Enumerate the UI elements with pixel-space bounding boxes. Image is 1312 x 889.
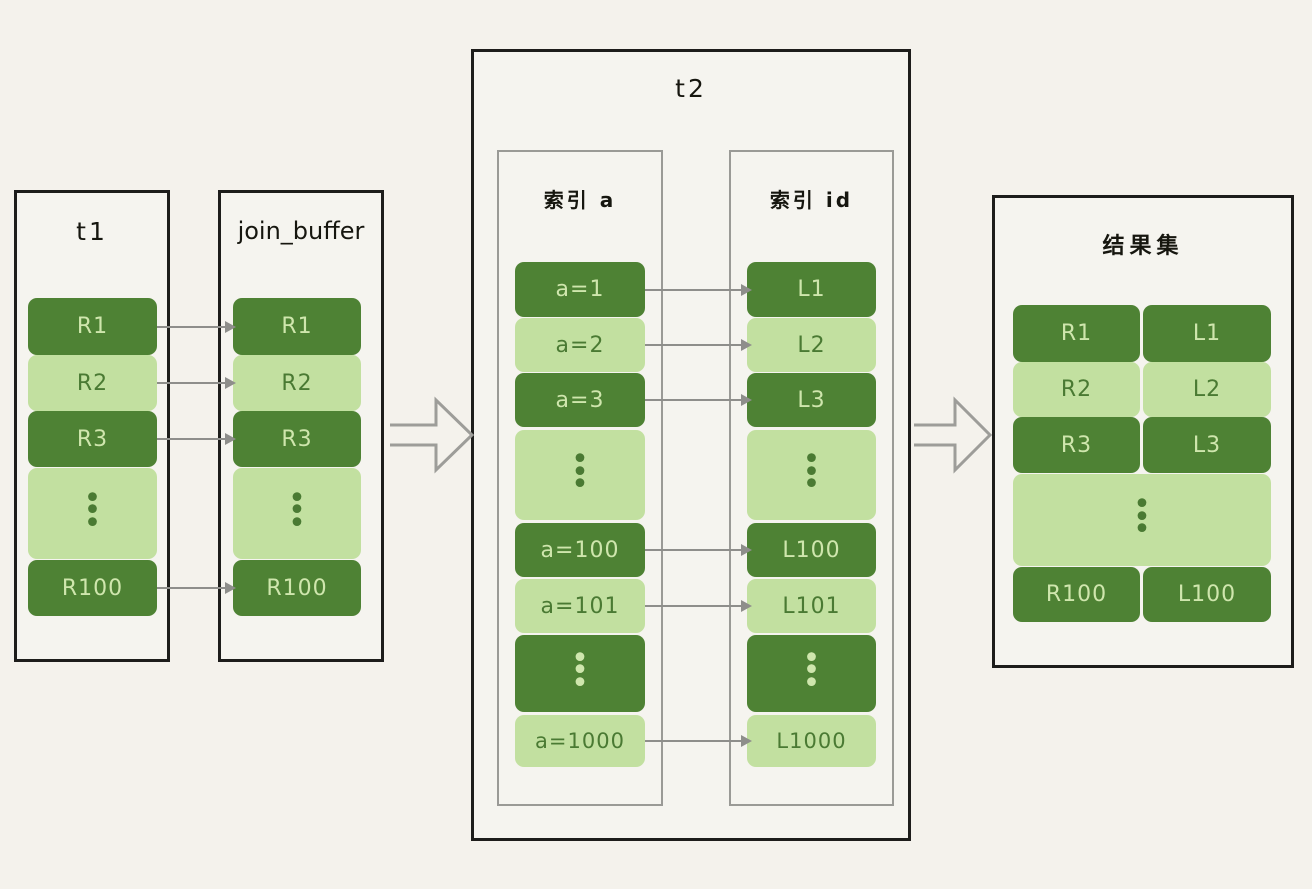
result-row-4-left: R100 <box>1013 567 1140 622</box>
result-row-4-right-label: L100 <box>1177 582 1237 607</box>
subpanel-index-id-title: 索引 id <box>769 188 854 212</box>
t1-to-join-buffer-2-line <box>157 438 227 440</box>
t1-to-join-buffer-0-line <box>157 325 227 328</box>
index-id-row-2-label: L3 <box>797 387 826 413</box>
result-row-0-right: L1 <box>1143 305 1271 362</box>
index-a-row-7-label: a=1000 <box>535 729 625 753</box>
block-arrow-right-icon-1 <box>388 392 475 478</box>
index-a-to-index-id-4-line <box>645 549 743 551</box>
result-row-2-right: L3 <box>1143 417 1271 473</box>
index-a-row-4-label: a=100 <box>540 537 620 563</box>
result-row-1-left: R2 <box>1013 362 1140 417</box>
t1-row-3: • • • <box>28 468 157 559</box>
join-buffer-row-2-label: R3 <box>281 426 313 452</box>
panel-t1-title: t1 <box>76 217 108 246</box>
t1-row-0: R1 <box>28 298 157 355</box>
result-row-3: • • • <box>1013 474 1271 566</box>
result-row-2-left: R3 <box>1013 417 1140 473</box>
index-id-row-2: L3 <box>747 373 876 427</box>
t1-row-0-label: R1 <box>76 314 109 339</box>
index-id-row-4: L100 <box>747 523 876 577</box>
index-a-to-index-id-5-arrow-right-icon <box>741 600 752 612</box>
index-a-row-0: a=1 <box>515 262 645 317</box>
result-row-0-right-label: L1 <box>1192 321 1222 346</box>
index-a-to-index-id-0-line <box>645 288 743 291</box>
index-a-to-index-id-5-line <box>645 605 743 607</box>
index-a-row-1: a=2 <box>515 318 645 372</box>
index-id-row-7-label: L1000 <box>776 729 847 753</box>
join-buffer-row-1: R2 <box>233 355 361 411</box>
index-a-to-index-id-0-arrow-right-icon <box>741 283 752 296</box>
index-a-to-index-id-7-line <box>645 740 743 742</box>
index-a-to-index-id-1-arrow-right-icon <box>741 339 752 351</box>
result-row-1-left-label: R2 <box>1060 377 1093 402</box>
index-a-row-0-label: a=1 <box>555 277 605 302</box>
panel-result-set-title: 结果集 <box>1102 234 1184 259</box>
join-buffer-row-4: R100 <box>233 560 361 616</box>
t1-row-3-label: • • • <box>83 480 102 541</box>
index-a-row-5: a=101 <box>515 579 645 633</box>
result-row-1-right: L2 <box>1143 362 1271 417</box>
t1-row-4-label: R100 <box>61 575 124 601</box>
result-row-2-left-label: R3 <box>1060 432 1093 458</box>
index-id-row-4-label: L100 <box>782 537 841 563</box>
index-id-row-1-label: L2 <box>797 332 826 358</box>
t1-to-join-buffer-0-arrow-right-icon <box>225 320 236 333</box>
index-a-row-6-label: • • • <box>571 640 589 701</box>
index-a-to-index-id-4-arrow-right-icon <box>741 544 752 556</box>
join-buffer-row-4-label: R100 <box>266 575 328 601</box>
join-buffer-row-2: R3 <box>233 411 361 467</box>
join-buffer-row-0-label: R1 <box>281 314 313 339</box>
index-a-row-4: a=100 <box>515 523 645 577</box>
index-id-row-5-label: L101 <box>782 593 841 619</box>
t1-to-join-buffer-1-arrow-right-icon <box>225 377 236 389</box>
result-row-1-right-label: L2 <box>1192 377 1222 402</box>
join-buffer-row-0: R1 <box>233 298 361 355</box>
index-a-row-7: a=1000 <box>515 715 645 767</box>
index-id-row-6: • • • <box>747 635 876 712</box>
panel-t2-title: t2 <box>675 74 707 103</box>
result-row-4-left-label: R100 <box>1045 582 1108 607</box>
index-a-row-5-label: a=101 <box>540 593 620 619</box>
block-arrow-right-icon-2 <box>912 392 993 478</box>
panel-join-buffer-title: join_buffer <box>237 217 365 245</box>
index-a-row-1-label: a=2 <box>555 332 605 358</box>
index-a-to-index-id-2-line <box>645 399 743 401</box>
index-id-row-6-label: • • • <box>802 640 821 701</box>
index-a-row-2: a=3 <box>515 373 645 427</box>
t1-to-join-buffer-4-line <box>157 587 227 589</box>
join-buffer-row-1-label: R2 <box>281 370 313 396</box>
subpanel-index-a-title: 索引 a <box>543 188 617 212</box>
index-a-row-2-label: a=3 <box>555 387 605 413</box>
index-a-row-6: • • • <box>515 635 645 712</box>
t1-row-2: R3 <box>28 411 157 467</box>
t1-to-join-buffer-4-arrow-right-icon <box>225 582 236 594</box>
result-row-3-label: • • • <box>1133 487 1151 548</box>
index-id-row-5: L101 <box>747 579 876 633</box>
t1-row-1: R2 <box>28 355 157 411</box>
index-a-row-3: • • • <box>515 430 645 520</box>
index-a-row-3-label: • • • <box>571 442 589 503</box>
index-id-row-3: • • • <box>747 430 876 520</box>
t1-row-2-label: R3 <box>76 426 109 452</box>
index-a-to-index-id-7-arrow-right-icon <box>741 735 752 747</box>
join-buffer-row-3: • • • <box>233 468 361 559</box>
result-row-2-right-label: L3 <box>1192 432 1222 458</box>
index-id-row-1: L2 <box>747 318 876 372</box>
t1-to-join-buffer-2-arrow-right-icon <box>225 433 236 445</box>
index-a-to-index-id-1-line <box>645 344 743 346</box>
index-id-row-0-label: L1 <box>797 277 826 302</box>
index-id-row-3-label: • • • <box>802 442 821 503</box>
join-buffer-row-3-label: • • • <box>288 480 306 541</box>
t1-row-4: R100 <box>28 560 157 616</box>
result-row-0-left: R1 <box>1013 305 1140 362</box>
index-a-to-index-id-2-arrow-right-icon <box>741 394 752 406</box>
t1-row-1-label: R2 <box>76 370 109 396</box>
result-row-0-left-label: R1 <box>1060 321 1093 346</box>
index-id-row-7: L1000 <box>747 715 876 767</box>
t1-to-join-buffer-1-line <box>157 382 227 384</box>
result-row-4-right: L100 <box>1143 567 1271 622</box>
index-id-row-0: L1 <box>747 262 876 317</box>
